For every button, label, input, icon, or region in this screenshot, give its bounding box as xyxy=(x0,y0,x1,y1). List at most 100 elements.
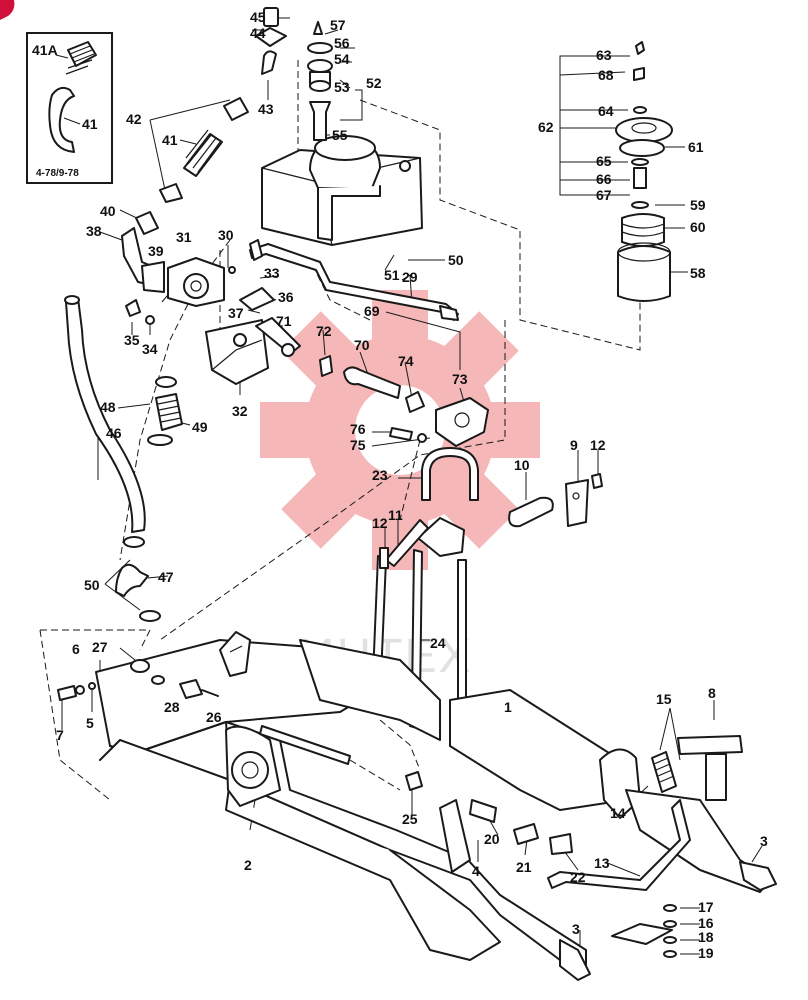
callout-38: 38 xyxy=(86,223,102,239)
callout-32: 32 xyxy=(232,403,248,419)
corner-marker xyxy=(0,0,15,20)
reservoir-tank xyxy=(261,135,423,246)
callout-31: 31 xyxy=(176,229,192,245)
callout-75: 75 xyxy=(350,437,366,453)
filler-cap-stack xyxy=(307,21,333,141)
callout-9: 9 xyxy=(570,437,578,453)
callout-43: 43 xyxy=(258,101,274,117)
callout-26: 26 xyxy=(206,709,222,725)
main-frame xyxy=(95,631,777,981)
leader-lines xyxy=(39,17,763,955)
inset-spring xyxy=(65,41,97,75)
callout-56: 56 xyxy=(334,35,350,51)
callout-17: 17 xyxy=(698,899,714,915)
callout-25: 25 xyxy=(402,811,418,827)
callout-44: 44 xyxy=(250,25,266,41)
callout-29: 29 xyxy=(402,269,418,285)
callout-2: 2 xyxy=(244,857,252,873)
callout-63: 63 xyxy=(596,47,612,63)
callout-35: 35 xyxy=(124,332,140,348)
callout-69: 69 xyxy=(364,303,380,319)
inset-code: 4-78/9-78 xyxy=(36,168,79,179)
callout-37: 37 xyxy=(228,305,244,321)
left-fasteners xyxy=(57,659,423,791)
upper-hose-41 xyxy=(159,97,249,203)
inset-hose xyxy=(48,54,81,153)
suction-hose-assembly xyxy=(64,295,183,622)
callout-52: 52 xyxy=(366,75,382,91)
callout-74: 74 xyxy=(398,353,414,369)
callout-8: 8 xyxy=(708,685,716,701)
callout-21: 21 xyxy=(516,859,532,875)
callout-57: 57 xyxy=(330,17,346,33)
callout-51: 51 xyxy=(384,267,400,283)
callout-12b: 12 xyxy=(590,437,606,453)
callout-3a: 3 xyxy=(572,921,580,937)
callout-16: 16 xyxy=(698,915,714,931)
callout-72: 72 xyxy=(316,323,332,339)
callout-22: 22 xyxy=(570,869,586,885)
callout-47: 47 xyxy=(158,569,174,585)
pump-bracket xyxy=(205,287,275,385)
callout-1: 1 xyxy=(504,699,512,715)
callout-58: 58 xyxy=(690,265,706,281)
callout-28: 28 xyxy=(164,699,180,715)
callout-54: 54 xyxy=(334,51,350,67)
tube-lines-upper xyxy=(249,239,459,321)
callout-50b: 50 xyxy=(448,252,464,268)
callout-4: 4 xyxy=(472,863,480,879)
callout-53: 53 xyxy=(334,79,350,95)
callout-19: 19 xyxy=(698,945,714,961)
callout-14: 14 xyxy=(610,805,626,821)
callout-65: 65 xyxy=(596,153,612,169)
callout-62: 62 xyxy=(538,119,554,135)
inset-label-41: 41 xyxy=(82,116,98,132)
callout-45: 45 xyxy=(250,9,266,25)
inset-label-41a: 41A xyxy=(32,42,58,58)
callout-76: 76 xyxy=(350,421,366,437)
inset-box: 41A 41 4-78/9-78 xyxy=(26,32,113,184)
callout-48: 48 xyxy=(100,399,116,415)
callout-15: 15 xyxy=(656,691,672,707)
callout-34: 34 xyxy=(142,341,158,357)
callout-41: 41 xyxy=(162,132,178,148)
callout-42: 42 xyxy=(126,111,142,127)
stabilizer-bar xyxy=(547,735,743,958)
callout-6: 6 xyxy=(72,641,80,657)
callout-12a: 12 xyxy=(372,515,388,531)
callout-50a: 50 xyxy=(84,577,100,593)
callout-60: 60 xyxy=(690,219,706,235)
callout-59: 59 xyxy=(690,197,706,213)
callout-64: 64 xyxy=(598,103,614,119)
breather-assembly xyxy=(255,7,287,75)
callout-3b: 3 xyxy=(760,833,768,849)
control-lever xyxy=(379,473,603,569)
callout-66: 66 xyxy=(596,171,612,187)
callout-61: 61 xyxy=(688,139,704,155)
callout-27: 27 xyxy=(92,639,108,655)
callout-7: 7 xyxy=(56,727,64,743)
callout-18: 18 xyxy=(698,929,714,945)
callout-70: 70 xyxy=(354,337,370,353)
callout-67: 67 xyxy=(596,187,612,203)
callout-36: 36 xyxy=(278,289,294,305)
callout-30: 30 xyxy=(218,227,234,243)
callout-71: 71 xyxy=(276,313,292,329)
callout-23: 23 xyxy=(372,467,388,483)
linkage-assembly xyxy=(255,317,489,447)
callout-40: 40 xyxy=(100,203,116,219)
callout-49: 49 xyxy=(192,419,208,435)
callout-39: 39 xyxy=(148,243,164,259)
callout-11: 11 xyxy=(388,507,403,523)
callout-24: 24 xyxy=(430,635,446,651)
pump-assembly xyxy=(121,211,236,325)
filter-assembly xyxy=(615,41,673,302)
callout-33: 33 xyxy=(264,265,280,281)
callout-46: 46 xyxy=(106,425,122,441)
callout-5: 5 xyxy=(86,715,94,731)
callout-73: 73 xyxy=(452,371,468,387)
callout-13: 13 xyxy=(594,855,610,871)
